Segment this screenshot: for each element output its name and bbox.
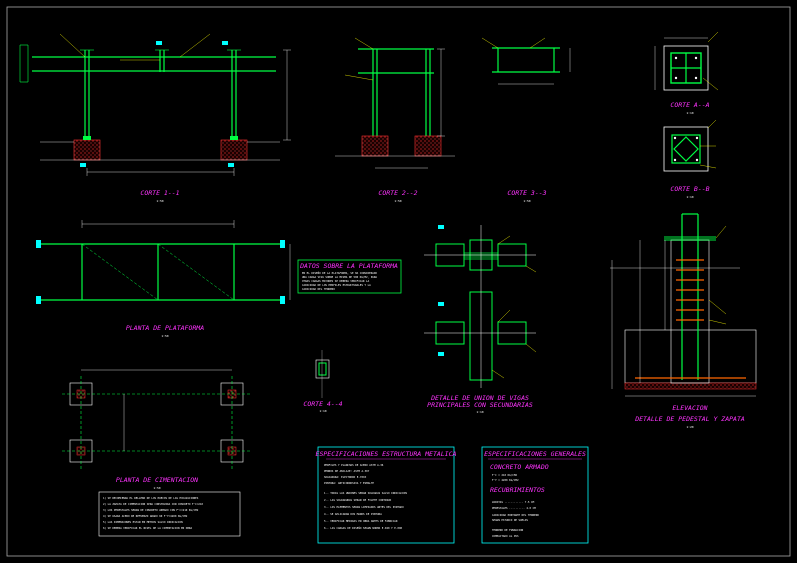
nota-line: 3) LOS PEDESTALES SERAN DE CONCRETO ARMA… bbox=[103, 508, 199, 512]
concreto-title: CONCRETO ARMADO bbox=[490, 463, 549, 471]
datos-line: CAPACIDAD DE LOS PERFILES ESTRUCTURALES … bbox=[302, 283, 371, 287]
spec-line: PERFILES Y PLANCHAS DE ACERO ASTM A-36 bbox=[324, 463, 384, 467]
recubrimientos-line: ZAPATAS ............ 7.5 CM bbox=[492, 500, 535, 504]
footer-line: COMPACTADO AL 95% bbox=[492, 534, 519, 538]
view-title: CORTE 4--4 bbox=[303, 400, 342, 408]
view-title: CORTE 1--1 bbox=[140, 189, 179, 197]
footing-left bbox=[73, 139, 101, 161]
view-corte-2-2[interactable]: CORTE 2--2 1:50 bbox=[335, 37, 455, 203]
nota-line: 4) SE USARA ACERO DE REFUERZO GRADO 60 F… bbox=[103, 514, 188, 518]
spec-line: 5.- VERIFICAR MEDIDAS EN OBRA ANTES DE F… bbox=[324, 519, 398, 523]
spec-line: 3.- LOS ELEMENTOS SERAN LIMPIADOS ANTES … bbox=[324, 505, 404, 509]
footer-line: TERRENO DE FUNDACION bbox=[492, 528, 524, 532]
view-elevacion-pedestal[interactable]: ELEVACION DETALLE DE PEDESTAL Y ZAPATA 1… bbox=[610, 213, 757, 429]
recubrimientos-title: RECUBRIMIENTOS bbox=[490, 486, 545, 494]
datos-line: OTRAS CARGAS MAYORES SE DEBERA VERIFICAR… bbox=[302, 279, 370, 283]
view-scale: 1:10 bbox=[476, 410, 483, 414]
view-title: CORTE 3--3 bbox=[507, 189, 546, 197]
nota-line: 1) SE RECOMIENDA EL RELLENO DE LOS HUECO… bbox=[103, 496, 199, 500]
concreto-line: F'C = 210 KG/CM2 bbox=[492, 473, 517, 477]
spec-line: 2.- LAS SOLDADURAS SERAN DE FILETE CONTI… bbox=[324, 498, 392, 502]
nota-line: 5) LAS DIMENSIONES ESTAN EN METROS SALVO… bbox=[103, 520, 183, 524]
view-title-line2: PRINCIPALES CON SECUNDARIAS bbox=[427, 401, 533, 409]
nota-line: 2) LA ZAPATA DE CIMENTACION SERA CONSTRU… bbox=[103, 502, 203, 506]
datos-line: EN EL DISEÑO DE LA PLATAFORMA, SE HA CON… bbox=[302, 270, 377, 275]
view-scale: 1:50 bbox=[153, 486, 160, 490]
view-title: ELEVACION bbox=[672, 404, 707, 412]
concreto-line: F'Y = 4200 KG/CM2 bbox=[492, 478, 519, 482]
view-corte-1-1[interactable]: CORTE 1--1 1:50 bbox=[19, 33, 291, 203]
footing-right bbox=[220, 139, 248, 161]
view-scale: 1:10 bbox=[686, 111, 693, 115]
view-title: PLANTA DE PLATAFORMA bbox=[126, 324, 204, 332]
view-planta-de-plataforma[interactable]: PLANTA DE PLATAFORMA 1:50 bbox=[36, 220, 291, 338]
notas-cimentacion-box[interactable]: 1) SE RECOMIENDA EL RELLENO DE LOS HUECO… bbox=[98, 491, 241, 537]
recubrimientos-line: SEGUN ESTUDIO DE SUELOS bbox=[492, 518, 528, 522]
view-title: DETALLE DE UNION DE VIGAS bbox=[430, 394, 529, 402]
datos-plataforma-box[interactable]: DATOS SOBRE LA PLATAFORMA EN EL DISEÑO D… bbox=[297, 259, 402, 294]
spec-line: 6.- LAS CARGAS DE DISEÑO SEGUN NORMA E.0… bbox=[324, 525, 403, 530]
datos-line: CAPACIDAD DEL TERRENO bbox=[302, 287, 335, 291]
especificaciones-metalica-box[interactable]: ESPECIFICACIONES ESTRUCTURA METALICA PER… bbox=[316, 446, 457, 544]
view-scale: 1:10 bbox=[686, 195, 693, 199]
spec-title: ESPECIFICACIONES ESTRUCTURA METALICA bbox=[316, 450, 457, 458]
datos-title: DATOS SOBRE LA PLATAFORMA bbox=[299, 262, 398, 270]
view-corte-b-b[interactable]: CORTE B--B 1:10 bbox=[663, 119, 717, 199]
view-scale: 1:10 bbox=[319, 409, 326, 413]
view-scale: 1:50 bbox=[161, 334, 168, 338]
view-title: DETALLE DE PEDESTAL Y ZAPATA bbox=[634, 415, 745, 423]
spec-line: 4.- SE APLICARAN DOS MANOS DE PINTURA bbox=[324, 512, 382, 516]
view-corte-a-a[interactable]: CORTE A--A 1:10 bbox=[654, 31, 719, 115]
view-scale: 1:50 bbox=[394, 199, 401, 203]
especificaciones-generales-box[interactable]: ESPECIFICACIONES GENERALES CONCRETO ARMA… bbox=[481, 446, 589, 544]
view-title: CORTE B--B bbox=[670, 185, 709, 193]
recubrimientos-line: CAPACIDAD PORTANTE DEL TERRENO bbox=[492, 513, 539, 517]
spec-line: PINTURA: ANTICORROSIVA Y ESMALTE bbox=[324, 481, 374, 485]
view-detalle-union-vigas[interactable]: DETALLE DE UNION DE VIGAS PRINCIPALES CO… bbox=[424, 225, 537, 414]
recubrimientos-line: PEDESTALES .......... 4.0 CM bbox=[492, 506, 536, 510]
datos-line: UNA CARGA VIVA SOBRE LA MISMA DE 500 KG/… bbox=[302, 275, 377, 279]
view-title: CORTE A--A bbox=[670, 101, 709, 109]
view-title: PLANTA DE CIMENTACION bbox=[116, 476, 198, 484]
spec-line: 1.- TODAS LAS UNIONES SERAN SOLDADAS SAL… bbox=[324, 491, 407, 495]
view-scale: 1:20 bbox=[686, 425, 693, 429]
spec-line: SOLDADURA: ELECTRODO E-70XX bbox=[324, 475, 367, 479]
view-scale: 1:50 bbox=[156, 199, 163, 203]
sheet-border bbox=[6, 6, 791, 557]
spec-line: PERNOS DE ANCLAJE: ASTM A-307 bbox=[324, 469, 370, 473]
view-scale: 1:50 bbox=[523, 199, 530, 203]
spec-title: ESPECIFICACIONES GENERALES bbox=[484, 450, 586, 458]
view-corte-3-3[interactable]: CORTE 3--3 1:50 bbox=[481, 37, 571, 203]
view-planta-de-cimentacion[interactable]: PLANTA DE CIMENTACION 1:50 bbox=[62, 369, 252, 490]
view-corte-4-4[interactable]: CORTE 4--4 1:10 bbox=[303, 350, 343, 413]
view-title: CORTE 2--2 bbox=[378, 189, 417, 197]
nota-line: 6) SE DEBERA VERIFICAR EL NIVEL DE LA CI… bbox=[103, 526, 192, 530]
